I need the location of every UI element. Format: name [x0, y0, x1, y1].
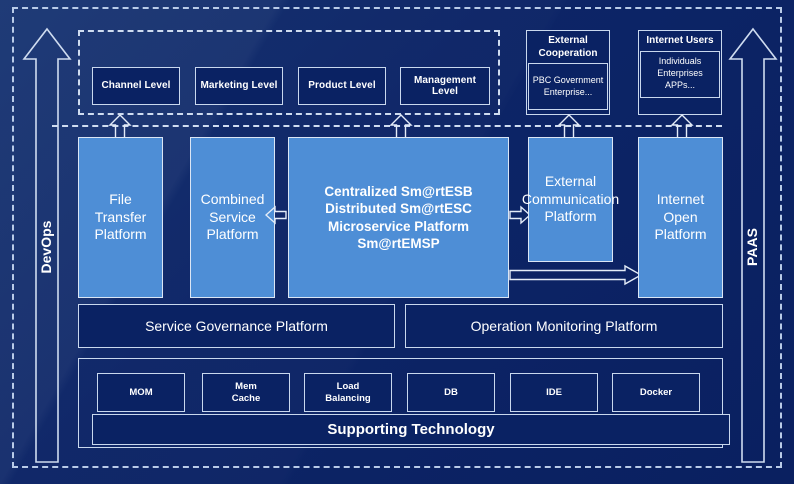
platform-external-communication-line3: Platform — [544, 208, 597, 225]
business-level-marketing[interactable]: Marketing Level — [195, 67, 283, 105]
devops-arrow: DevOps — [22, 27, 72, 464]
business-levels-dashed-frame — [78, 30, 500, 115]
internet-users-detail: Individuals Enterprises APPs... — [640, 50, 720, 98]
tech-mom-label: MOM — [129, 386, 153, 398]
platform-combined-service-line1: Combined — [200, 190, 265, 207]
tech-db[interactable]: DB — [407, 373, 495, 412]
platform-external-communication-line1: External — [544, 172, 597, 189]
platform-combined-service[interactable]: Combined Service Platform — [190, 137, 275, 298]
tech-mem-cache[interactable]: Mem Cache — [202, 373, 290, 412]
platform-file-transfer-line3: Platform — [94, 226, 147, 243]
business-level-channel-label: Channel Level — [101, 80, 171, 92]
arrow-right-core-to-internet-open-icon — [509, 264, 642, 286]
external-cooperation-box[interactable]: External Cooperation PBC Government Ente… — [526, 30, 610, 115]
operation-monitoring-platform-label: Operation Monitoring Platform — [470, 317, 658, 334]
business-level-channel[interactable]: Channel Level — [92, 67, 180, 105]
tech-db-label: DB — [444, 386, 458, 398]
platform-internet-open-line3: Platform — [654, 226, 707, 243]
tech-docker[interactable]: Docker — [612, 373, 700, 412]
business-level-management[interactable]: Management Level — [400, 67, 490, 105]
business-level-management-label: Management Level — [413, 74, 477, 98]
platform-combined-service-line3: Platform — [206, 226, 259, 243]
tech-load-balancing-line1: Load — [336, 380, 360, 392]
operation-monitoring-platform-bar[interactable]: Operation Monitoring Platform — [405, 304, 723, 348]
service-governance-platform-bar[interactable]: Service Governance Platform — [78, 304, 395, 348]
platform-file-transfer-line1: File — [109, 190, 132, 207]
platform-external-communication-line2: Communication — [521, 190, 620, 207]
paas-arrow: PAAS — [728, 27, 778, 464]
platform-core-line3: Microservice Platform Sm@rtEMSP — [327, 218, 470, 251]
tech-docker-label: Docker — [639, 386, 673, 398]
platform-internet-open-line1: Internet — [656, 190, 705, 207]
external-cooperation-detail: PBC Government Enterprise... — [528, 63, 608, 110]
platform-external-communication[interactable]: External Communication Platform — [522, 137, 619, 262]
supporting-technology-panel — [78, 358, 723, 448]
devops-label: DevOps — [38, 220, 54, 274]
paas-label: PAAS — [744, 228, 760, 266]
business-level-product-label: Product Level — [308, 80, 376, 92]
tech-load-balancing[interactable]: Load Balancing — [304, 373, 392, 412]
layer-separator-dashed-line — [52, 125, 722, 127]
supporting-technology-bar[interactable]: Supporting Technology — [92, 414, 730, 445]
tech-mem-cache-line1: Mem — [235, 380, 257, 392]
tech-mem-cache-line2: Cache — [231, 392, 261, 404]
platform-internet-open-line2: Open — [663, 208, 698, 225]
external-cooperation-title: External Cooperation — [538, 35, 598, 59]
tech-mom[interactable]: MOM — [97, 373, 185, 412]
platform-file-transfer-line2: Transfer — [94, 208, 147, 225]
outer-dashed-frame — [12, 7, 782, 468]
platform-core-line1: Centralized Sm@rtESB — [324, 183, 473, 199]
tech-ide-label: IDE — [546, 386, 562, 398]
arrow-right-core-to-external-communication-icon — [509, 204, 531, 226]
business-level-marketing-label: Marketing Level — [200, 80, 278, 92]
platform-combined-service-line2: Service — [209, 208, 256, 225]
service-governance-platform-label: Service Governance Platform — [145, 317, 328, 334]
platform-internet-open[interactable]: Internet Open Platform — [638, 137, 723, 298]
tech-ide[interactable]: IDE — [510, 373, 598, 412]
platform-core-esb[interactable]: Centralized Sm@rtESB Distributed Sm@rtES… — [288, 137, 509, 298]
supporting-technology-bar-label: Supporting Technology — [327, 420, 495, 438]
internet-users-title: Internet Users — [646, 35, 714, 46]
platform-core-line2: Distributed Sm@rtESC — [325, 201, 472, 217]
arrow-left-core-to-combined-icon — [265, 204, 287, 226]
platform-file-transfer[interactable]: File Transfer Platform — [78, 137, 163, 298]
tech-load-balancing-line2: Balancing — [325, 392, 371, 404]
business-level-product[interactable]: Product Level — [298, 67, 386, 105]
internet-users-box[interactable]: Internet Users Individuals Enterprises A… — [638, 30, 722, 115]
